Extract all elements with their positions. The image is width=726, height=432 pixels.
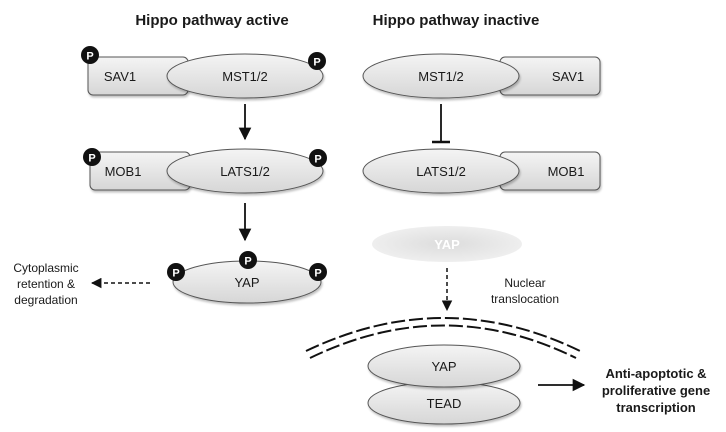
inactive-sav1-label: SAV1: [552, 69, 584, 84]
active-mst-label: MST1/2: [222, 69, 268, 84]
svg-text:P: P: [313, 57, 320, 69]
phospho-lats-icon: P: [309, 149, 327, 167]
phospho-mst-icon: P: [308, 52, 326, 70]
outcome-text-line3: transcription: [616, 400, 696, 415]
active-lats-label: LATS1/2: [220, 164, 270, 179]
fate-text-line2: retention &: [17, 277, 75, 291]
inhibition-mst-to-lats: [432, 104, 450, 144]
phospho-yap-right-icon: P: [309, 263, 327, 281]
inactive-mst-ellipse: [362, 53, 520, 99]
svg-text:P: P: [314, 268, 321, 280]
outcome-text-line2: proliferative gene: [602, 383, 710, 398]
phospho-sav1-icon: P: [81, 46, 99, 64]
inactive-lats-label: LATS1/2: [416, 164, 466, 179]
title-inactive: Hippo pathway inactive: [373, 12, 540, 29]
inactive-lats-ellipse: [362, 148, 520, 194]
svg-text:P: P: [86, 51, 93, 63]
phospho-mob1-icon: P: [83, 148, 101, 166]
fate-text-line1: Cytoplasmic: [13, 261, 78, 275]
inactive-mob1-label: MOB1: [548, 164, 585, 179]
nuclear-yap-ellipse: [367, 344, 521, 388]
nuclear-yap-label: YAP: [431, 359, 456, 374]
translocation-text-line2: translocation: [491, 292, 559, 306]
active-lats-ellipse: [166, 148, 324, 194]
outcome-text-line1: Anti-apoptotic &: [605, 366, 706, 381]
translocation-text-line1: Nuclear: [504, 276, 545, 290]
phospho-yap-left-icon: P: [167, 263, 185, 281]
inactive-yap-faded-label: YAP: [434, 237, 460, 252]
active-yap-label: YAP: [234, 275, 259, 290]
nuclear-membrane: [305, 317, 581, 359]
inactive-mst-label: MST1/2: [418, 69, 464, 84]
active-sav1-label: SAV1: [104, 69, 136, 84]
phospho-yap-top-icon: P: [239, 251, 257, 269]
svg-text:P: P: [88, 153, 95, 165]
active-mst-ellipse: [166, 53, 324, 99]
inactive-yap-faded-ellipse: [372, 226, 522, 262]
svg-text:P: P: [172, 268, 179, 280]
active-mob1-label: MOB1: [105, 164, 142, 179]
tead-label: TEAD: [427, 396, 462, 411]
title-active: Hippo pathway active: [135, 12, 288, 29]
svg-text:P: P: [314, 154, 321, 166]
svg-text:P: P: [244, 256, 251, 268]
fate-text-line3: degradation: [14, 293, 77, 307]
